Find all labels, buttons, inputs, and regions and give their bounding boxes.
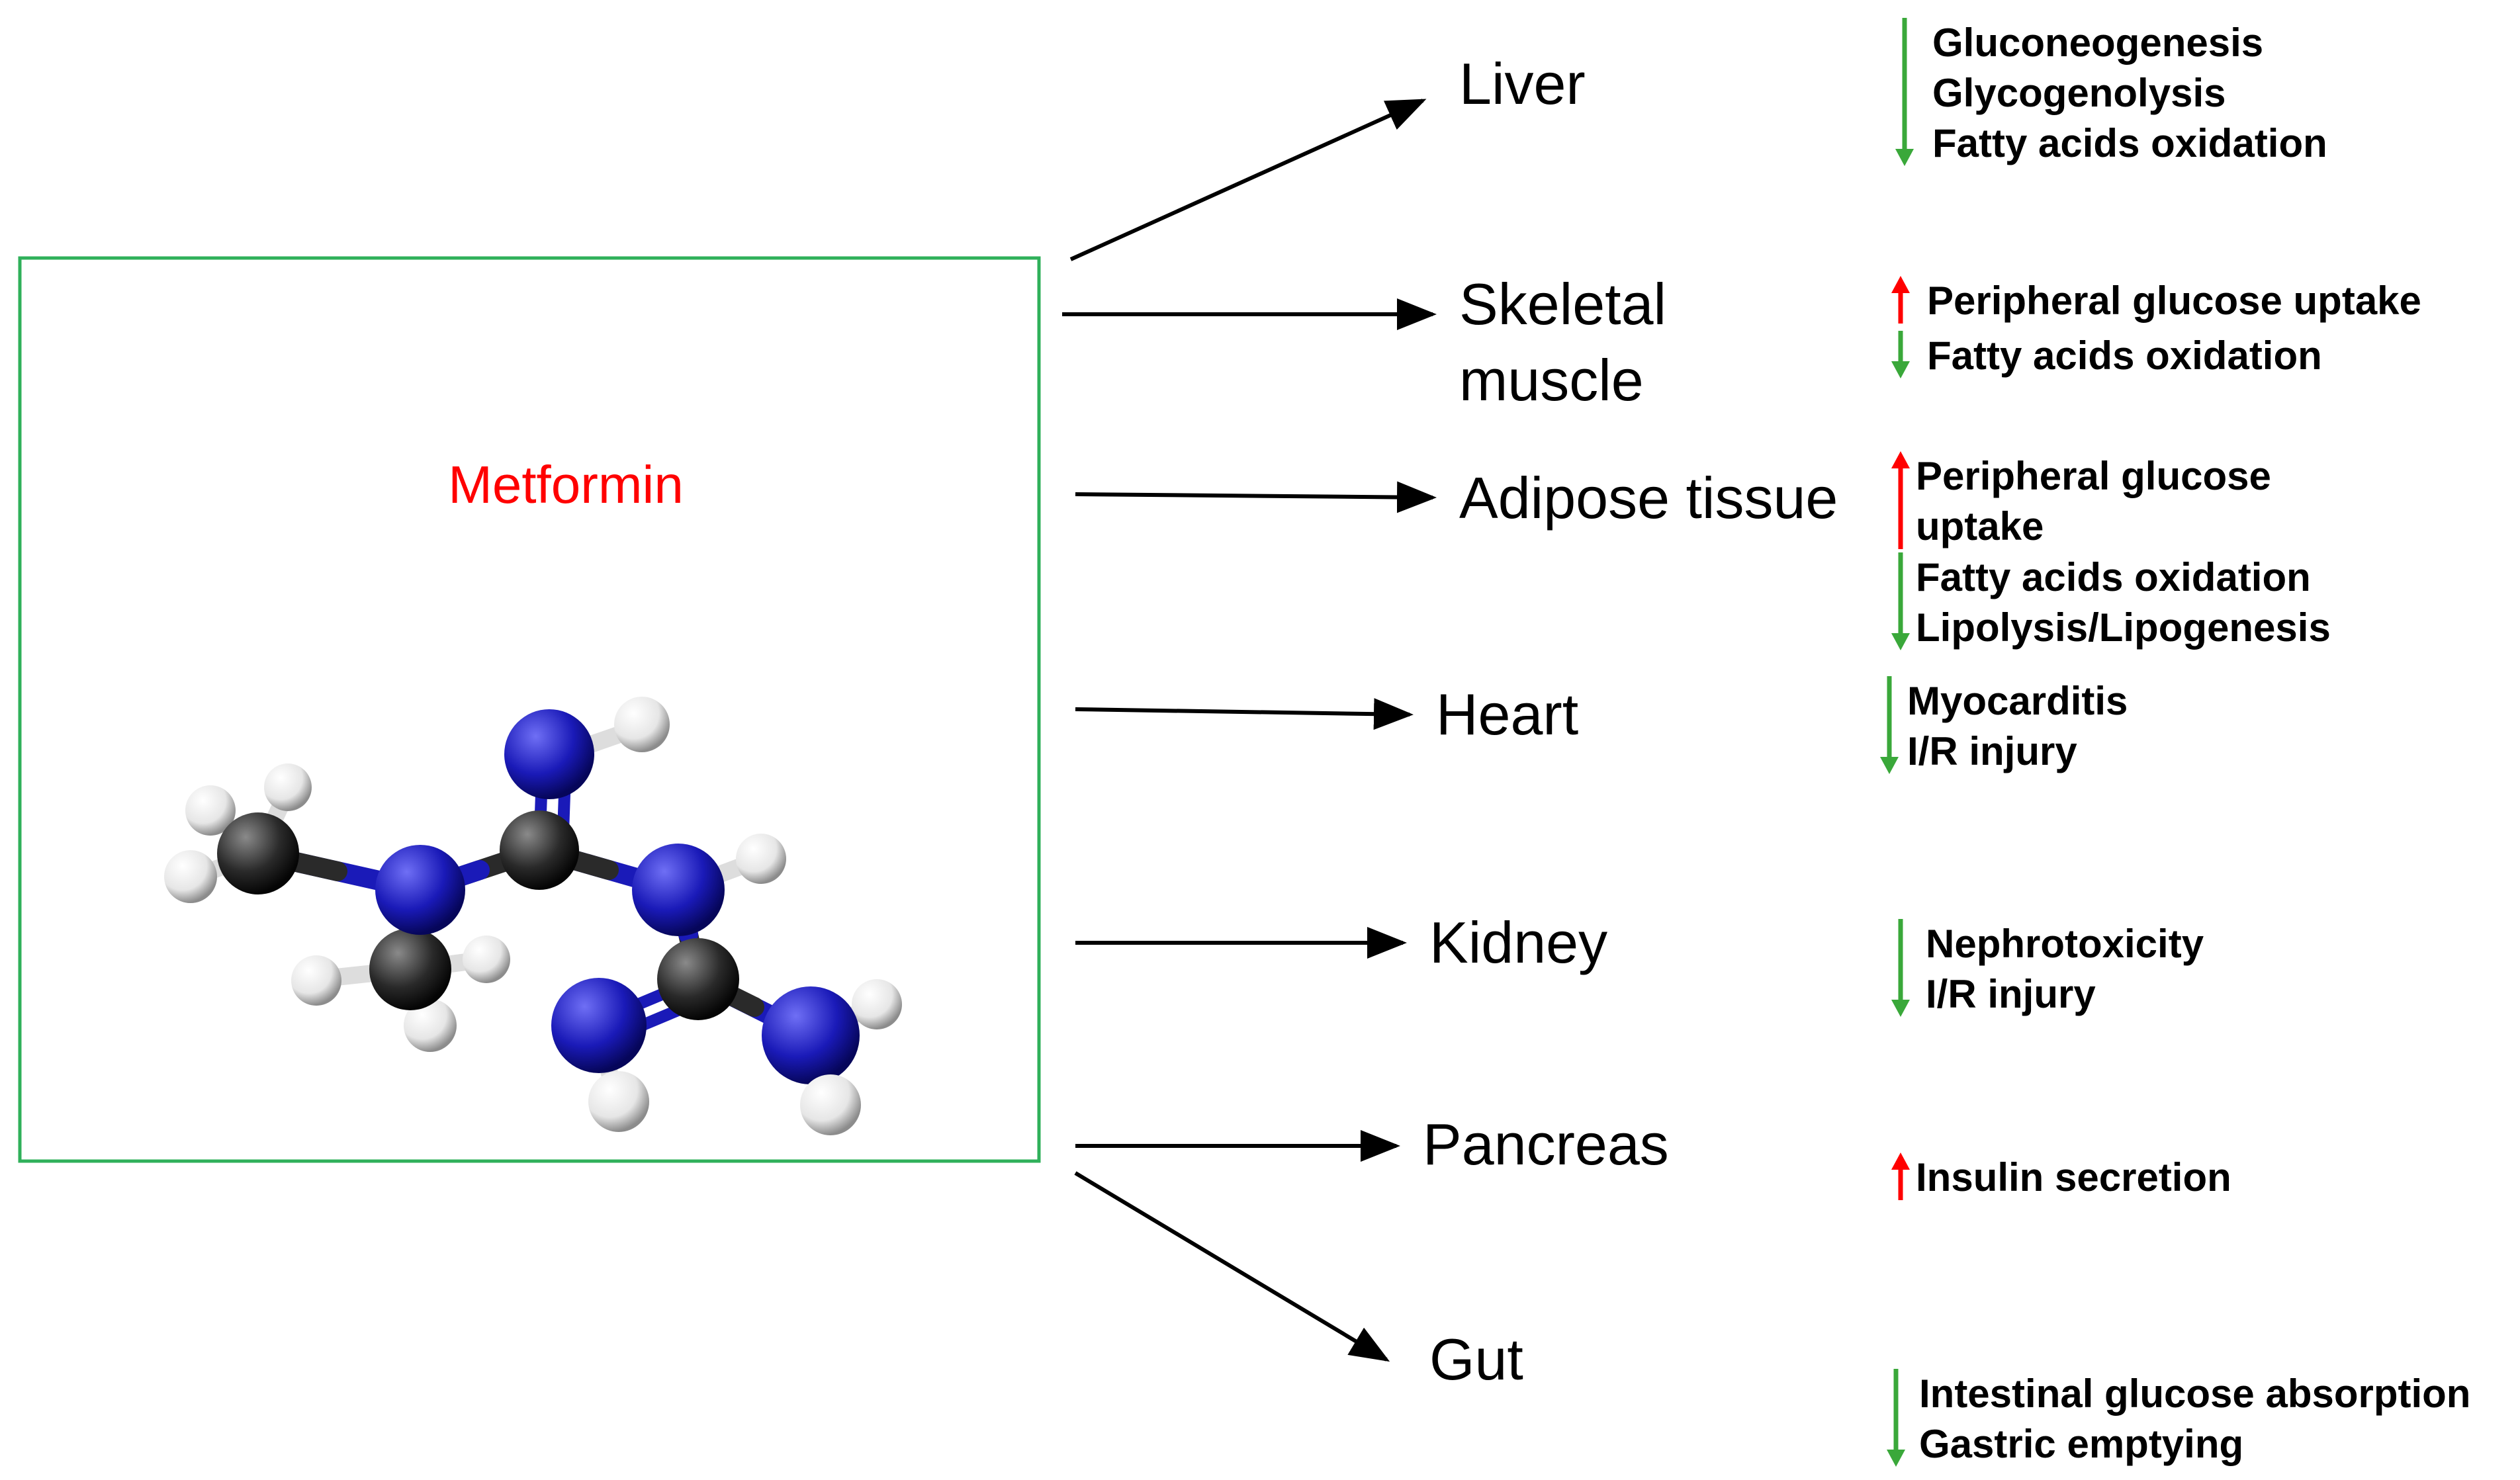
arrow-to-liver (1069, 99, 1427, 261)
decrease-arrow-icon (1887, 1369, 1905, 1467)
organ-label-liver: Liver (1459, 51, 1586, 116)
metformin-molecule-icon (164, 697, 902, 1135)
organ-list: Liver GluconeogenesisGlycogenolysisFatty … (1423, 18, 2470, 1467)
increase-arrow-icon (1891, 1153, 1910, 1200)
increase-arrow-icon (1891, 451, 1910, 549)
effect-nephrotoxicity: Nephrotoxicity (1926, 922, 2204, 966)
organ-arrows (1062, 99, 1437, 1362)
organ-label-heart: Heart (1436, 681, 1578, 747)
decrease-arrow-icon (1891, 552, 1910, 650)
effect-gastric-emptying: Gastric emptying (1919, 1422, 2243, 1466)
effect-gluconeogenesis: Gluconeogenesis (1932, 21, 2263, 65)
arrow-to-heart (1075, 698, 1414, 730)
effect-fatty-acids-oxidation: Fatty acids oxidation (1927, 333, 2322, 378)
arrow-to-gut (1074, 1171, 1390, 1362)
organ-label-kidney: Kidney (1429, 910, 1607, 975)
organ-label-adipose-tissue: Adipose tissue (1459, 465, 1838, 531)
effect-insulin-secretion: Insulin secretion (1916, 1155, 2231, 1199)
effect-myocarditis: Myocarditis (1907, 679, 2128, 723)
decrease-arrow-icon (1880, 676, 1899, 774)
effect-i-r-injury: I/R injury (1926, 972, 2096, 1016)
decrease-arrow-icon (1891, 919, 1910, 1017)
effect-uptake: uptake (1916, 504, 2044, 548)
organ-label-gut: Gut (1429, 1327, 1523, 1392)
drug-box (18, 256, 1041, 1163)
effect-fatty-acids-oxidation: Fatty acids oxidation (1916, 555, 2311, 599)
effect-glycogenolysis: Glycogenolysis (1932, 71, 2226, 115)
arrow-to-adipose-tissue (1075, 481, 1437, 513)
effect-peripheral-glucose: Peripheral glucose (1916, 454, 2271, 498)
effect-i-r-injury: I/R injury (1907, 729, 2077, 773)
drug-name: Metformin (448, 455, 684, 514)
effect-fatty-acids-oxidation: Fatty acids oxidation (1932, 121, 2327, 165)
organ-label-pancreas: Pancreas (1423, 1111, 1669, 1177)
decrease-arrow-icon (1895, 18, 1914, 166)
effect-intestinal-glucose-absorption: Intestinal glucose absorption (1919, 1371, 2470, 1416)
effect-peripheral-glucose-uptake: Peripheral glucose uptake (1927, 279, 2421, 323)
increase-arrow-icon (1891, 276, 1910, 324)
decrease-arrow-icon (1891, 331, 1910, 378)
effect-lipolysis-lipogenesis: Lipolysis/Lipogenesis (1916, 605, 2331, 650)
